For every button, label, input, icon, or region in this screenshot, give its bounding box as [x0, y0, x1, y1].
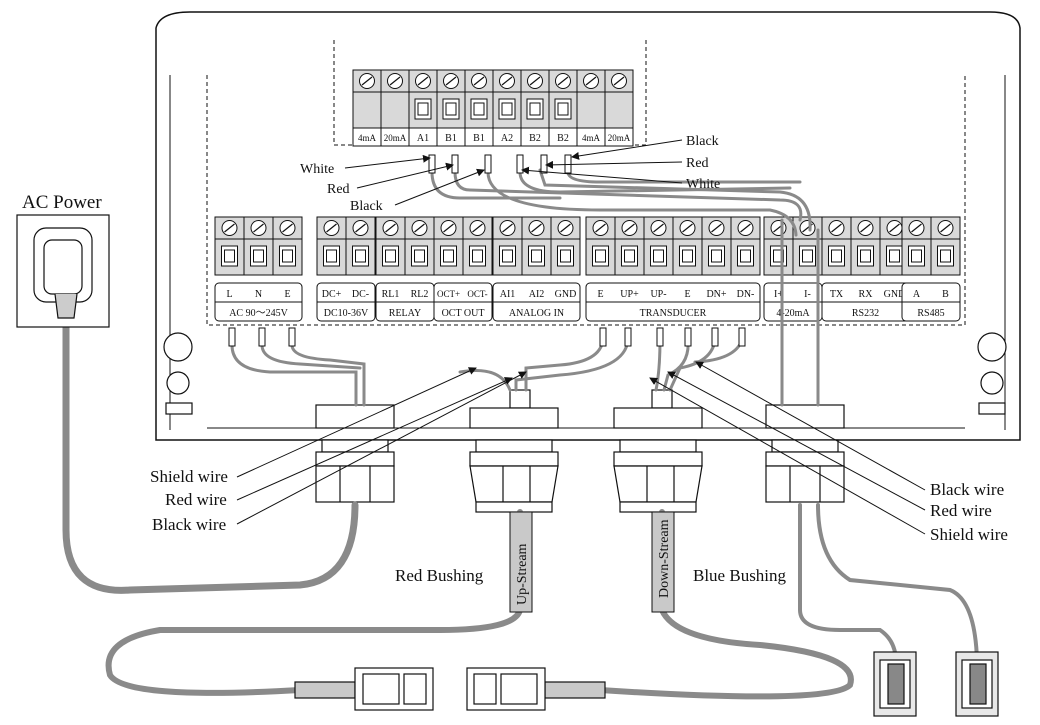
terminal-pin-label: TX	[830, 289, 844, 300]
cable-glands	[315, 389, 845, 513]
top-terminal-block: 4mA 20mA A1 B1 B1 A2 B2 B2 4mA 20mA	[352, 69, 634, 147]
right-callout-red: Red wire	[930, 501, 992, 520]
left-callout-shield: Shield wire	[150, 467, 228, 486]
terminal-pin-label: GND	[884, 289, 906, 300]
top-pin-label: 20mA	[608, 133, 631, 143]
cables	[62, 163, 979, 700]
red-bushing-label: Red Bushing	[395, 566, 484, 585]
gland-signal	[765, 404, 845, 503]
terminal-group-label: DC10-36V	[324, 308, 369, 319]
terminal-pin-label: AI1	[500, 289, 516, 300]
top-pin-label: A1	[417, 133, 429, 144]
terminal-group-label: RS232	[852, 308, 879, 319]
terminal-pin-label: A	[913, 289, 921, 300]
top-left-callout-white: White	[300, 162, 334, 177]
terminal-pin-label: GND	[555, 289, 577, 300]
terminal-pin-label: AI2	[529, 289, 545, 300]
downstream-transducer	[466, 667, 606, 711]
top-pin-label: 4mA	[582, 133, 601, 143]
terminal-pin-label: RL1	[382, 289, 400, 300]
terminal-group-label: RELAY	[389, 308, 421, 319]
terminal-pin-label: DN-	[737, 289, 755, 300]
terminal-pin-label: RX	[859, 289, 874, 300]
terminal-pin-label: N	[255, 289, 262, 300]
top-pin-label: 20mA	[384, 133, 407, 143]
top-right-callout-red: Red	[686, 156, 709, 171]
terminal-group-label: OCT OUT	[442, 308, 485, 319]
gland-power	[315, 404, 395, 503]
top-pin-label: 4mA	[358, 133, 377, 143]
right-callout-black: Black wire	[930, 480, 1004, 499]
left-callout-red: Red wire	[165, 490, 227, 509]
top-pin-label: B1	[445, 133, 457, 144]
wire-stubs	[228, 154, 746, 347]
terminal-group-label: TRANSDUCER	[640, 308, 707, 319]
upstream-transducer	[294, 667, 434, 711]
transducer-stems	[509, 511, 675, 613]
terminal-pin-label: DC-	[352, 289, 369, 300]
terminal-group-label: 4-20mA	[776, 308, 810, 319]
terminal-pin-label: E	[597, 289, 603, 300]
power-outlet	[16, 214, 110, 328]
terminal-pin-label: UP+	[620, 289, 639, 300]
ac-power-cable	[62, 316, 359, 594]
top-pin-label: B2	[557, 133, 569, 144]
terminal-group-label: RS485	[917, 308, 944, 319]
gland-red	[469, 389, 559, 513]
transducers	[294, 651, 999, 717]
downstream-cable	[597, 509, 854, 700]
top-pin-label: A2	[501, 133, 513, 144]
terminal-pin-label: RL2	[411, 289, 429, 300]
terminal-pin-label: B	[942, 289, 949, 300]
terminal-group-label: AC 90～245V	[229, 308, 288, 319]
top-right-callout-white: White	[686, 177, 720, 192]
downstream-stem	[651, 511, 675, 613]
terminal-pin-label: E	[284, 289, 290, 300]
terminal-pin-label: I-	[804, 289, 811, 300]
top-left-callout-red: Red	[327, 182, 350, 197]
signal-probe-2	[955, 651, 999, 717]
left-callout-black: Black wire	[152, 515, 226, 534]
terminal-pin-label: E	[684, 289, 690, 300]
terminal-pin-label: DC+	[322, 289, 342, 300]
gland-blue	[613, 389, 703, 513]
terminal-group-label: ANALOG IN	[509, 308, 564, 319]
top-pin-label: B2	[529, 133, 541, 144]
terminal-pin-label: DN+	[706, 289, 726, 300]
blue-bushing-label: Blue Bushing	[693, 566, 787, 585]
ac-power-label: AC Power	[22, 192, 102, 213]
leader-lines	[236, 139, 926, 535]
terminal-pin-label: I+	[774, 289, 783, 300]
top-pin-label: B1	[473, 133, 485, 144]
downstream-label: Down-Stream	[657, 519, 672, 598]
upstream-stem	[509, 511, 533, 613]
top-right-callout-black: Black	[686, 134, 719, 149]
mounting-holes	[163, 332, 1007, 415]
upstream-cable	[105, 509, 523, 696]
terminal-pin-label: UP-	[650, 289, 666, 300]
upstream-label: Up-Stream	[515, 543, 530, 605]
terminal-pin-label: L	[226, 289, 232, 300]
top-left-callout-black: Black	[350, 199, 383, 214]
terminal-pin-label: OCT+	[437, 289, 460, 299]
terminal-pin-label: OCT-	[467, 289, 487, 299]
signal-probe-1	[873, 651, 917, 717]
right-callout-shield: Shield wire	[930, 525, 1008, 544]
